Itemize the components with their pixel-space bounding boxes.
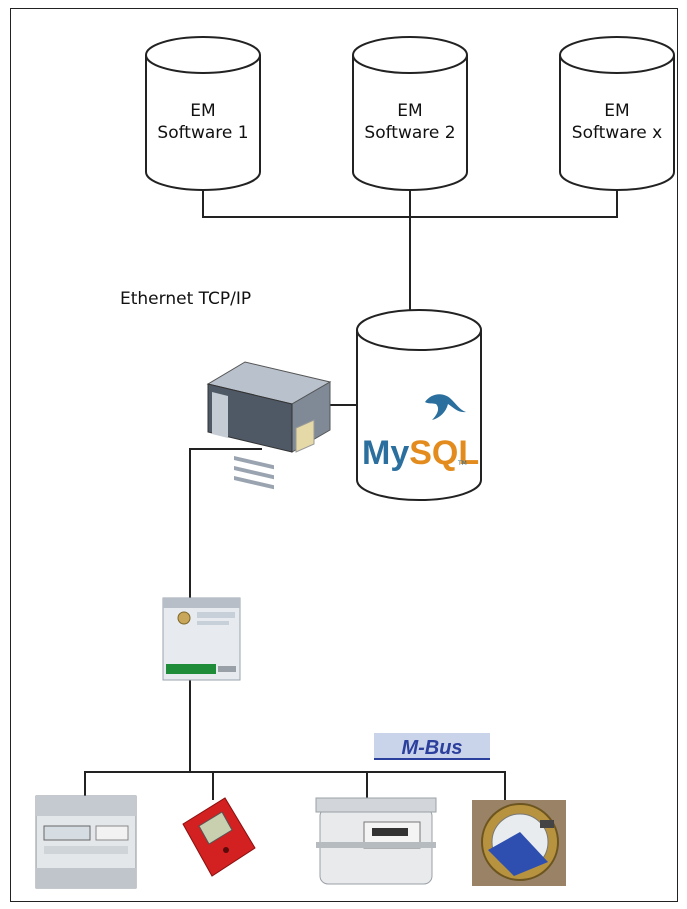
em-software-2-line1: EM [397, 101, 423, 121]
mbus-line [84, 771, 506, 800]
mysql-prefix: My [362, 434, 409, 472]
diagram-frame [10, 8, 678, 902]
mbus-logo: M-Bus [374, 733, 490, 760]
em-software-x-line2: Software x [571, 123, 663, 143]
connection-lines [84, 190, 618, 800]
ethernet-label: Ethernet TCP/IP [120, 289, 252, 309]
mysql-trademark: TM [457, 460, 467, 467]
electricity-meter-device [35, 795, 137, 889]
em-software-2-database [352, 36, 468, 191]
gas-meter-device [315, 797, 437, 885]
server-to-gateway-line [189, 448, 262, 598]
heat-meter-device [182, 797, 256, 877]
em-software-x-database [559, 36, 675, 191]
water-meter-device [472, 800, 566, 886]
mbus-logo-text: M-Bus [401, 737, 462, 759]
em-software-1-line2: Software 1 [157, 123, 249, 143]
mbus-gateway-device [162, 597, 241, 681]
mysql-suffix: SQL [409, 434, 479, 472]
mysql-logo-text: MySQL [362, 434, 479, 472]
em-software-2-label: EM Software 2 [353, 100, 467, 144]
em-software-x-label: EM Software x [560, 100, 674, 144]
em-software-2-line2: Software 2 [364, 123, 456, 143]
em-software-1-line1: EM [190, 101, 216, 121]
em-software-x-line1: EM [604, 101, 630, 121]
em-software-1-label: EM Software 1 [146, 100, 260, 144]
em-software-1-database [145, 36, 261, 191]
dolphin-icon [425, 394, 466, 420]
mbus-drops [212, 772, 368, 800]
server-icon [206, 361, 332, 490]
mysql-database: MySQL TM [356, 309, 482, 501]
